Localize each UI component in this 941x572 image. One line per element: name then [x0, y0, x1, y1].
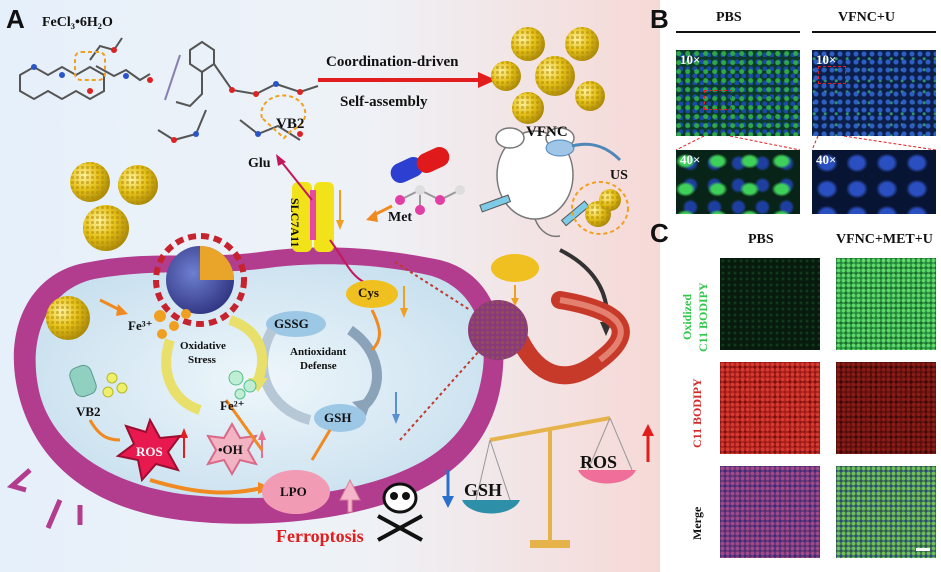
- nanoparticle-dosed: [571, 181, 629, 235]
- balance-gsh-label: GSH: [464, 480, 503, 500]
- panel-c-row1-label-b: C11 BODIPY: [696, 282, 710, 352]
- arrow-bottom-label: Self-assembly: [340, 94, 428, 110]
- panel-a-illustration: [0, 0, 660, 572]
- met-capsule: [390, 147, 450, 183]
- micrograph-pbs-merge: [720, 466, 820, 558]
- cell-protrusions: [6, 468, 83, 529]
- panel-c-col2-label: VFNC+MET+U: [836, 232, 933, 247]
- skull-icon: [377, 482, 423, 542]
- drug-capsule: [491, 254, 539, 282]
- met-label: Met: [388, 210, 413, 225]
- glu-label: Glu: [248, 156, 271, 171]
- panel-label-a: A: [6, 4, 25, 34]
- gsh-label: GSH: [324, 410, 352, 425]
- us-label: US: [610, 168, 628, 183]
- transporter-label: SLC7A11: [288, 198, 302, 248]
- ultrasound-probe: [545, 139, 622, 162]
- vb2-highlight: [260, 94, 307, 140]
- gssg-capsule: [266, 311, 326, 337]
- oxidative-label-1: Oxidative: [180, 340, 226, 352]
- micrograph-pbs-oxidized: [720, 258, 820, 350]
- fe2-ions: [228, 370, 257, 400]
- micrograph-vfnc-merge: [836, 466, 936, 558]
- lpo-blob: [262, 470, 330, 514]
- antioxidant-label-1: Antioxidant: [290, 346, 347, 358]
- oh-label: •OH: [218, 442, 243, 457]
- fe-center-highlight: [74, 51, 106, 81]
- panel-b-col1-label: PBS: [716, 10, 742, 25]
- ros-star: [115, 417, 183, 483]
- slc7a11-transporter: [276, 154, 365, 283]
- micrograph-vfnc-oxidized: [836, 258, 936, 350]
- gsh-capsule: [314, 404, 366, 432]
- panel-b-col1-rule: [676, 31, 800, 33]
- panel-a: A FeCl₃•6H₂O VB2 Coordination-driven Sel…: [0, 0, 660, 572]
- micrograph-vfnc-c11: [836, 362, 936, 454]
- panel-label-b: B: [650, 4, 669, 34]
- antioxidant-cycle-left: [258, 327, 312, 425]
- arrow-top-label: Coordination-driven: [326, 54, 459, 70]
- zoom-box: [818, 66, 846, 84]
- panel-c-row2-label: C11 BODIPY: [690, 378, 704, 448]
- reagent-label: FeCl₃•6H₂O: [42, 15, 113, 30]
- oxidative-cycle-right: [228, 315, 268, 382]
- product-label: VFNC: [526, 124, 568, 140]
- magnification-label: 40×: [816, 152, 837, 167]
- fe2-label: Fe²⁺: [220, 398, 245, 413]
- zoom-box: [704, 90, 732, 110]
- syringe-right: [560, 200, 590, 227]
- fe3-ions: [154, 309, 191, 339]
- micrograph-vfnc-10x: 10×: [812, 50, 936, 136]
- panel-c-row3-label: Merge: [690, 506, 704, 540]
- syringe-left: [479, 194, 512, 213]
- magnification-label: 10×: [816, 52, 837, 67]
- ferroptosis-label: Ferroptosis: [276, 526, 364, 546]
- vb2-particles: [69, 364, 128, 398]
- scale-bar: [916, 548, 930, 551]
- micrograph-pbs-40x: 40×: [676, 150, 800, 214]
- vb2-cell-label: VB2: [76, 404, 101, 419]
- panel-b-col2-label: VFNC+U: [838, 10, 895, 25]
- micrograph-pbs-10x: 10×: [676, 50, 800, 136]
- oxidative-cycle-left: [161, 338, 202, 415]
- molecule-atoms-left: [31, 47, 153, 94]
- panel-c-row1-label-a: Oxidized: [680, 293, 694, 340]
- divider-line: [164, 54, 181, 101]
- balance-ros-label: ROS: [580, 452, 618, 472]
- nucleus: [153, 233, 247, 327]
- ligand-label: VB2: [276, 116, 305, 132]
- gssg-label: GSSG: [274, 316, 309, 331]
- cys-label: Cys: [358, 285, 379, 300]
- balance-scale: [462, 416, 636, 548]
- assembly-arrow-head: [478, 72, 496, 88]
- magnification-label: 10×: [680, 52, 701, 67]
- oh-star: [205, 421, 259, 477]
- molecule-atoms-right: [171, 81, 303, 143]
- met-molecule: [395, 185, 465, 215]
- vfnc-particles-top: [491, 27, 605, 124]
- fe3-label: Fe³⁺: [128, 318, 153, 333]
- micrograph-pbs-c11: [720, 362, 820, 454]
- oxidative-label-2: Stress: [188, 354, 216, 366]
- panel-c-col1-label: PBS: [748, 232, 774, 247]
- micrograph-vfnc-40x: 40×: [812, 150, 936, 214]
- ros-label: ROS: [136, 444, 163, 459]
- lpo-label: LPO: [280, 484, 307, 499]
- antioxidant-label-2: Defense: [300, 360, 337, 372]
- cys-capsule: [346, 280, 398, 308]
- vfnc-particles-outside: [70, 162, 158, 251]
- panel-label-c: C: [650, 218, 669, 248]
- magnification-label: 40×: [680, 152, 701, 167]
- zoom-connectors: [676, 136, 936, 150]
- panel-b-col2-rule: [812, 31, 936, 33]
